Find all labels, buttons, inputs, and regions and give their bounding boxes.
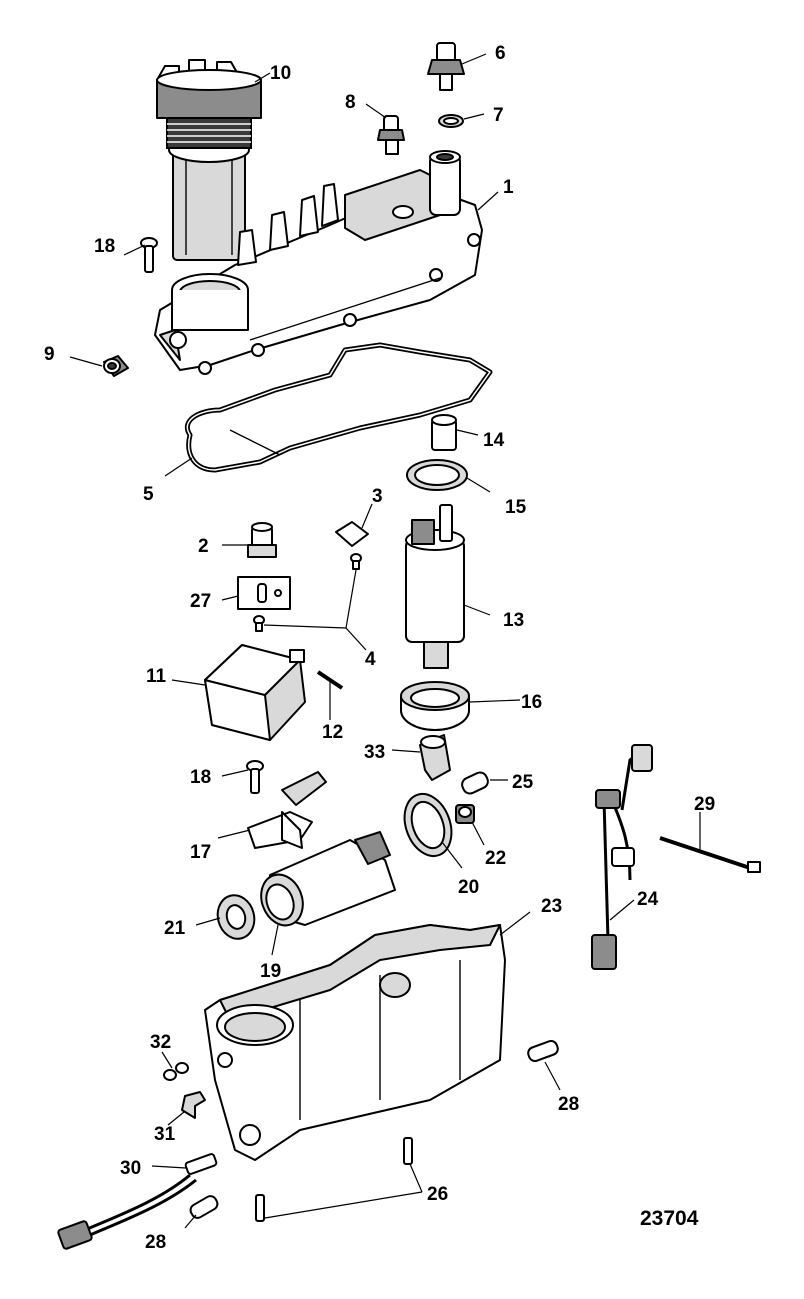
- part-12-pin: [316, 670, 344, 720]
- part-23-reservoir-base: [204, 911, 531, 1161]
- callout-2: 2: [198, 536, 209, 557]
- callout-8: 8: [345, 92, 356, 113]
- callout-12: 12: [322, 722, 343, 743]
- part-17-holder: [217, 771, 327, 849]
- part-19-fuel-pump: [260, 831, 396, 956]
- callout-3: 3: [372, 486, 383, 507]
- callout-4: 4: [365, 649, 376, 670]
- callout-10: 10: [270, 63, 291, 84]
- part-8-fitting: [365, 103, 405, 155]
- part-28-fitting-right: [527, 1039, 561, 1091]
- part-32-o-rings: [161, 1051, 189, 1081]
- callout-6: 6: [495, 43, 506, 64]
- drawing-number: 23704: [640, 1207, 699, 1230]
- callout-25: 25: [512, 772, 534, 793]
- part-7-o-ring: [438, 113, 485, 128]
- callout-7: 7: [493, 105, 504, 126]
- callout-5: 5: [143, 484, 154, 505]
- part-2-connector: [222, 522, 277, 558]
- callout-14: 14: [483, 430, 505, 451]
- callout-30: 30: [120, 1158, 141, 1179]
- part-15-seal-ring: [406, 459, 491, 493]
- callout-27: 27: [190, 591, 211, 612]
- part-18-screw-upper: [123, 237, 158, 273]
- part-24-harness: [591, 744, 653, 970]
- part-20-seal-ring: [403, 793, 463, 869]
- part-13-fuel-pump: [405, 504, 491, 669]
- part-3-clip: [335, 503, 373, 547]
- callout-23: 23: [541, 896, 562, 917]
- callout-1: 1: [503, 177, 514, 198]
- part-10-filter-cap: [156, 59, 271, 261]
- part-22-fitting: [455, 804, 485, 846]
- callout-33: 33: [364, 742, 385, 763]
- part-11-filter: [171, 644, 306, 741]
- callout-labels: 10 6 8 7 1 18 9 14 5 15 3 2 27 13 4 11 1…: [44, 43, 715, 1253]
- callout-31: 31: [154, 1124, 176, 1145]
- part-1-reservoir-cover: [154, 150, 499, 375]
- part-14-spacer: [431, 414, 479, 451]
- part-30-sensor: [57, 1153, 218, 1250]
- part-4-screws: [253, 553, 367, 651]
- callout-16: 16: [521, 692, 542, 713]
- part-18-screw-lower: [221, 760, 264, 794]
- part-29-cable-tie: [659, 812, 761, 873]
- part-21-washer: [195, 894, 256, 940]
- callout-9: 9: [44, 344, 55, 365]
- callout-22: 22: [485, 848, 506, 869]
- callout-29: 29: [694, 794, 715, 815]
- part-26-studs: [255, 1137, 423, 1222]
- part-16-ring: [400, 681, 521, 731]
- callout-28-right: 28: [558, 1094, 579, 1115]
- callout-20: 20: [458, 877, 479, 898]
- callout-24: 24: [637, 889, 659, 910]
- callout-28-left: 28: [145, 1232, 166, 1253]
- callout-18-upper: 18: [94, 236, 115, 257]
- callout-13: 13: [503, 610, 524, 631]
- part-28-fitting-left: [184, 1195, 219, 1229]
- part-31-elbow: [167, 1091, 206, 1126]
- part-5-gasket: [164, 342, 493, 477]
- callout-17: 17: [190, 842, 211, 863]
- callout-11: 11: [146, 666, 167, 687]
- part-27-kit: [221, 576, 291, 610]
- callout-32: 32: [150, 1032, 171, 1053]
- callout-18-lower: 18: [190, 767, 211, 788]
- part-6-fitting: [427, 42, 487, 91]
- callout-19: 19: [260, 961, 281, 982]
- callout-21: 21: [164, 918, 186, 939]
- part-33-bracket: [391, 734, 451, 781]
- callout-15: 15: [505, 497, 527, 518]
- callout-26: 26: [427, 1184, 448, 1205]
- part-9-grommet: [69, 355, 129, 377]
- part-25-fitting: [461, 771, 508, 795]
